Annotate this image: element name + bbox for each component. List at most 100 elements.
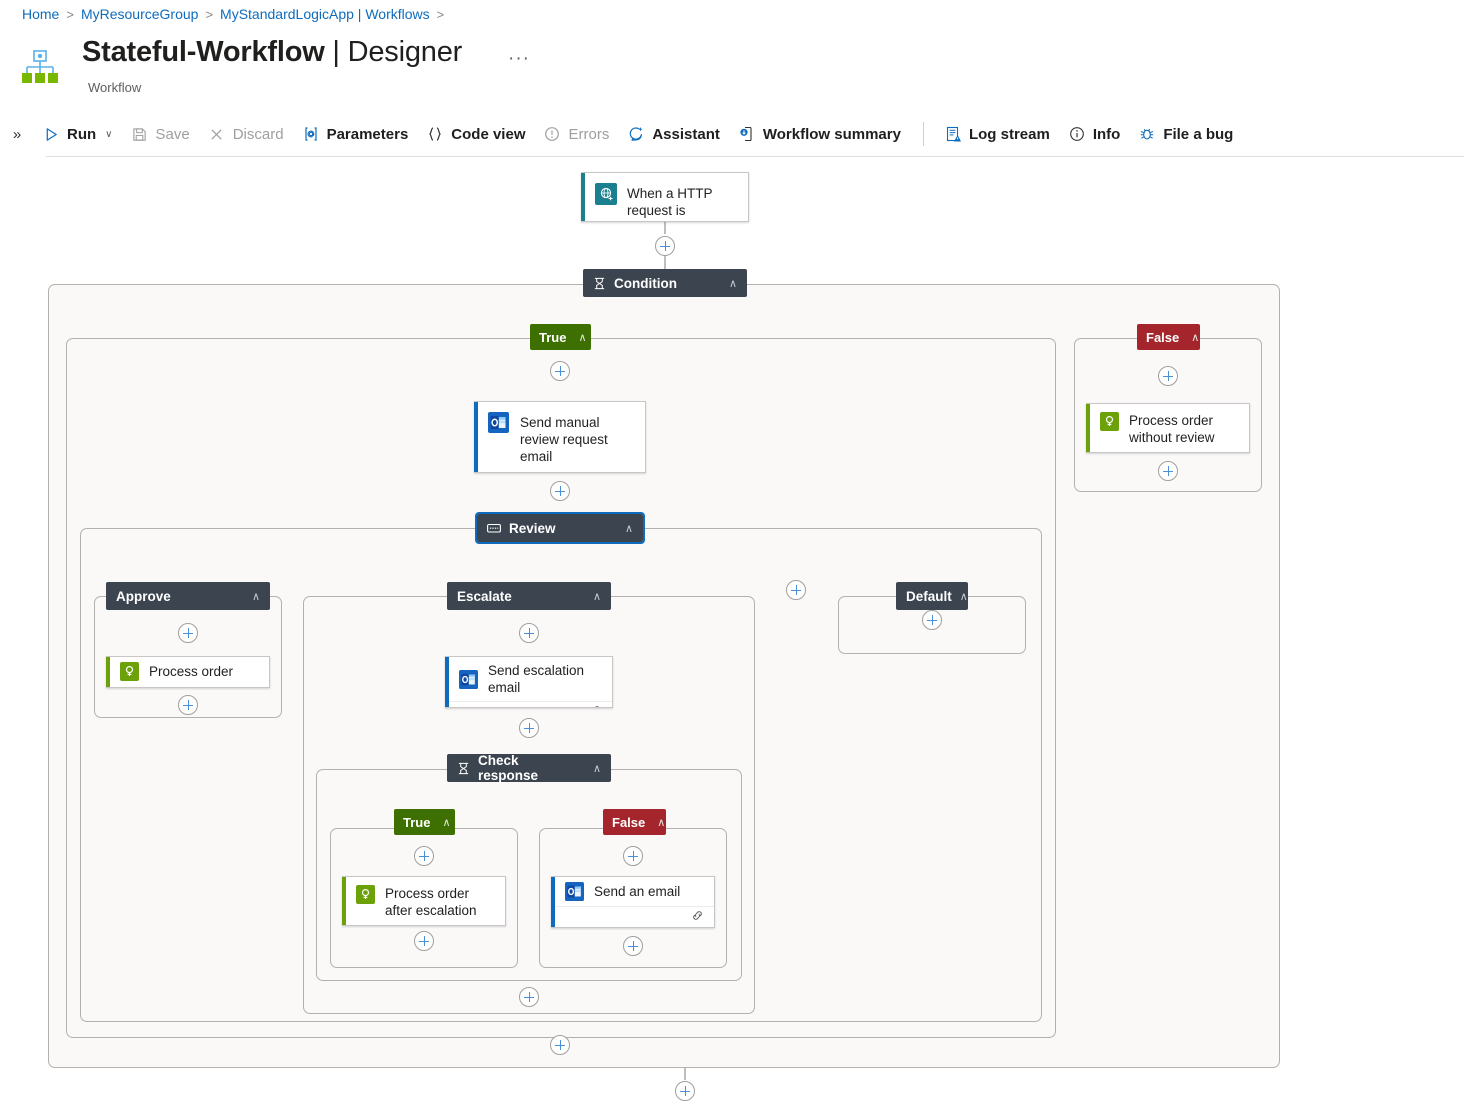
assistant-button-label: Assistant: [652, 125, 720, 143]
code-view-button-label: Code view: [451, 125, 526, 143]
breadcrumb-item-logic-app[interactable]: MyStandardLogicApp | Workflows: [220, 6, 430, 22]
summary-doc-icon: [738, 125, 756, 143]
branch-pill-false-label: False: [612, 814, 646, 830]
add-action-button[interactable]: [623, 846, 643, 866]
more-options-button[interactable]: ···: [508, 48, 530, 69]
action-card-send-escalation-email[interactable]: Send escalation email: [445, 656, 613, 708]
errors-button[interactable]: Errors: [535, 118, 617, 150]
case-header-default[interactable]: Default ∧: [896, 582, 968, 610]
branch-pill-false[interactable]: False ∧: [603, 809, 666, 835]
chevron-up-icon[interactable]: ∧: [578, 331, 587, 344]
link-icon: [691, 909, 704, 927]
action-card-process-order[interactable]: Process order: [106, 656, 270, 688]
trigger-card-label: When a HTTP request is received: [627, 186, 713, 221]
page-title: Stateful-Workflow | Designer: [82, 36, 462, 69]
switch-header-review[interactable]: Review ∧: [475, 512, 645, 544]
case-header-escalate[interactable]: Escalate ∧: [447, 582, 611, 610]
add-action-button[interactable]: [519, 623, 539, 643]
info-button[interactable]: Info: [1060, 118, 1129, 150]
action-card-send-an-email[interactable]: Send an email: [551, 876, 715, 928]
chevron-up-icon[interactable]: ∧: [442, 816, 451, 829]
add-action-button[interactable]: [414, 846, 434, 866]
workflow-summary-button[interactable]: Workflow summary: [730, 118, 909, 150]
add-action-button[interactable]: [550, 1035, 570, 1055]
page-title-separator: |: [324, 36, 348, 68]
breadcrumb-item-resource-group[interactable]: MyResourceGroup: [80, 6, 199, 22]
inline-code-icon: [120, 662, 139, 681]
branch-pill-true[interactable]: True ∧: [394, 809, 455, 835]
chevron-up-icon[interactable]: ∧: [657, 816, 666, 829]
action-card-label: Send manual review request email: [520, 415, 608, 464]
check-response-header-label: Check response: [478, 753, 539, 783]
save-icon: [131, 125, 149, 143]
action-card-process-order-after-escalation[interactable]: Process order after escalation: [342, 876, 506, 926]
parameters-button-label: Parameters: [326, 125, 409, 143]
add-action-button[interactable]: [623, 936, 643, 956]
run-button-label: Run: [67, 125, 97, 143]
add-action-button[interactable]: [675, 1081, 695, 1101]
add-action-button[interactable]: [414, 931, 434, 951]
page-title-sub: Designer: [347, 36, 463, 68]
discard-button[interactable]: Discard: [200, 118, 292, 150]
action-card-label: Process order: [149, 664, 234, 679]
workflow-summary-button-label: Workflow summary: [762, 125, 901, 143]
case-header-default-label: Default: [906, 588, 952, 604]
add-action-button[interactable]: [1158, 366, 1178, 386]
add-action-button[interactable]: [519, 987, 539, 1007]
assistant-button[interactable]: Assistant: [619, 118, 728, 150]
add-action-button[interactable]: [550, 481, 570, 501]
workflow-icon: [20, 48, 60, 88]
parameters-button[interactable]: Parameters: [294, 118, 417, 150]
action-card-process-order-without-review[interactable]: Process order without review: [1086, 403, 1250, 453]
errors-button-label: Errors: [568, 125, 610, 143]
chevron-up-icon[interactable]: ∧: [728, 277, 737, 290]
action-accent-bar: [342, 877, 346, 925]
expand-toolbar-icon[interactable]: »: [12, 125, 22, 143]
add-action-button[interactable]: [550, 361, 570, 381]
chevron-up-icon[interactable]: ∧: [959, 590, 968, 603]
check-response-header[interactable]: Check response ∧: [447, 753, 611, 783]
save-button[interactable]: Save: [123, 118, 198, 150]
outlook-icon: [459, 669, 478, 689]
toolbar-divider-line: [46, 156, 1464, 157]
chevron-down-icon[interactable]: ∨: [105, 128, 113, 140]
branch-pill-true[interactable]: True ∧: [530, 324, 591, 350]
inline-code-icon: [1100, 412, 1119, 431]
run-button[interactable]: Run ∨: [34, 118, 121, 150]
http-request-icon: [595, 183, 617, 205]
at-bracket-icon: [302, 125, 320, 143]
branch-pill-false[interactable]: False ∧: [1137, 324, 1200, 350]
chevron-up-icon[interactable]: ∧: [251, 590, 260, 603]
workflow-designer-canvas[interactable]: When a HTTP request is received Conditio…: [0, 158, 1464, 1108]
add-action-button[interactable]: [178, 695, 198, 715]
condition-header-label: Condition: [614, 275, 677, 291]
add-action-button[interactable]: [655, 236, 675, 256]
add-action-button[interactable]: [519, 718, 539, 738]
page-subtitle: Workflow: [88, 80, 142, 95]
add-case-button[interactable]: [786, 580, 806, 600]
branch-pill-true-label: True: [539, 329, 567, 345]
case-header-approve-label: Approve: [116, 588, 171, 604]
case-header-approve[interactable]: Approve ∧: [106, 582, 270, 610]
add-action-button[interactable]: [178, 623, 198, 643]
log-stream-button[interactable]: Log stream: [936, 118, 1058, 150]
action-card-send-manual-review-email[interactable]: Send manual review request email: [474, 401, 646, 473]
command-toolbar: » Run ∨ Save Discard Parameters: [0, 112, 1464, 156]
chevron-up-icon[interactable]: ∧: [592, 590, 601, 603]
chevron-up-icon[interactable]: ∧: [1191, 331, 1200, 344]
add-action-button[interactable]: [922, 610, 942, 630]
discard-button-label: Discard: [232, 125, 284, 143]
condition-header[interactable]: Condition ∧: [583, 269, 747, 297]
outlook-icon: [565, 882, 584, 901]
chevron-up-icon[interactable]: ∧: [592, 762, 601, 775]
trigger-card-http-request[interactable]: When a HTTP request is received: [581, 172, 749, 222]
file-a-bug-button[interactable]: File a bug: [1130, 118, 1241, 150]
chevron-up-icon[interactable]: ∧: [624, 522, 633, 535]
breadcrumb-item-home[interactable]: Home: [22, 6, 60, 22]
log-stream-button-label: Log stream: [968, 125, 1050, 143]
bug-icon: [1138, 125, 1156, 143]
page-title-main: Stateful-Workflow: [82, 36, 325, 68]
code-view-button[interactable]: Code view: [418, 118, 533, 150]
branch-pill-true-label: True: [403, 814, 431, 830]
add-action-button[interactable]: [1158, 461, 1178, 481]
